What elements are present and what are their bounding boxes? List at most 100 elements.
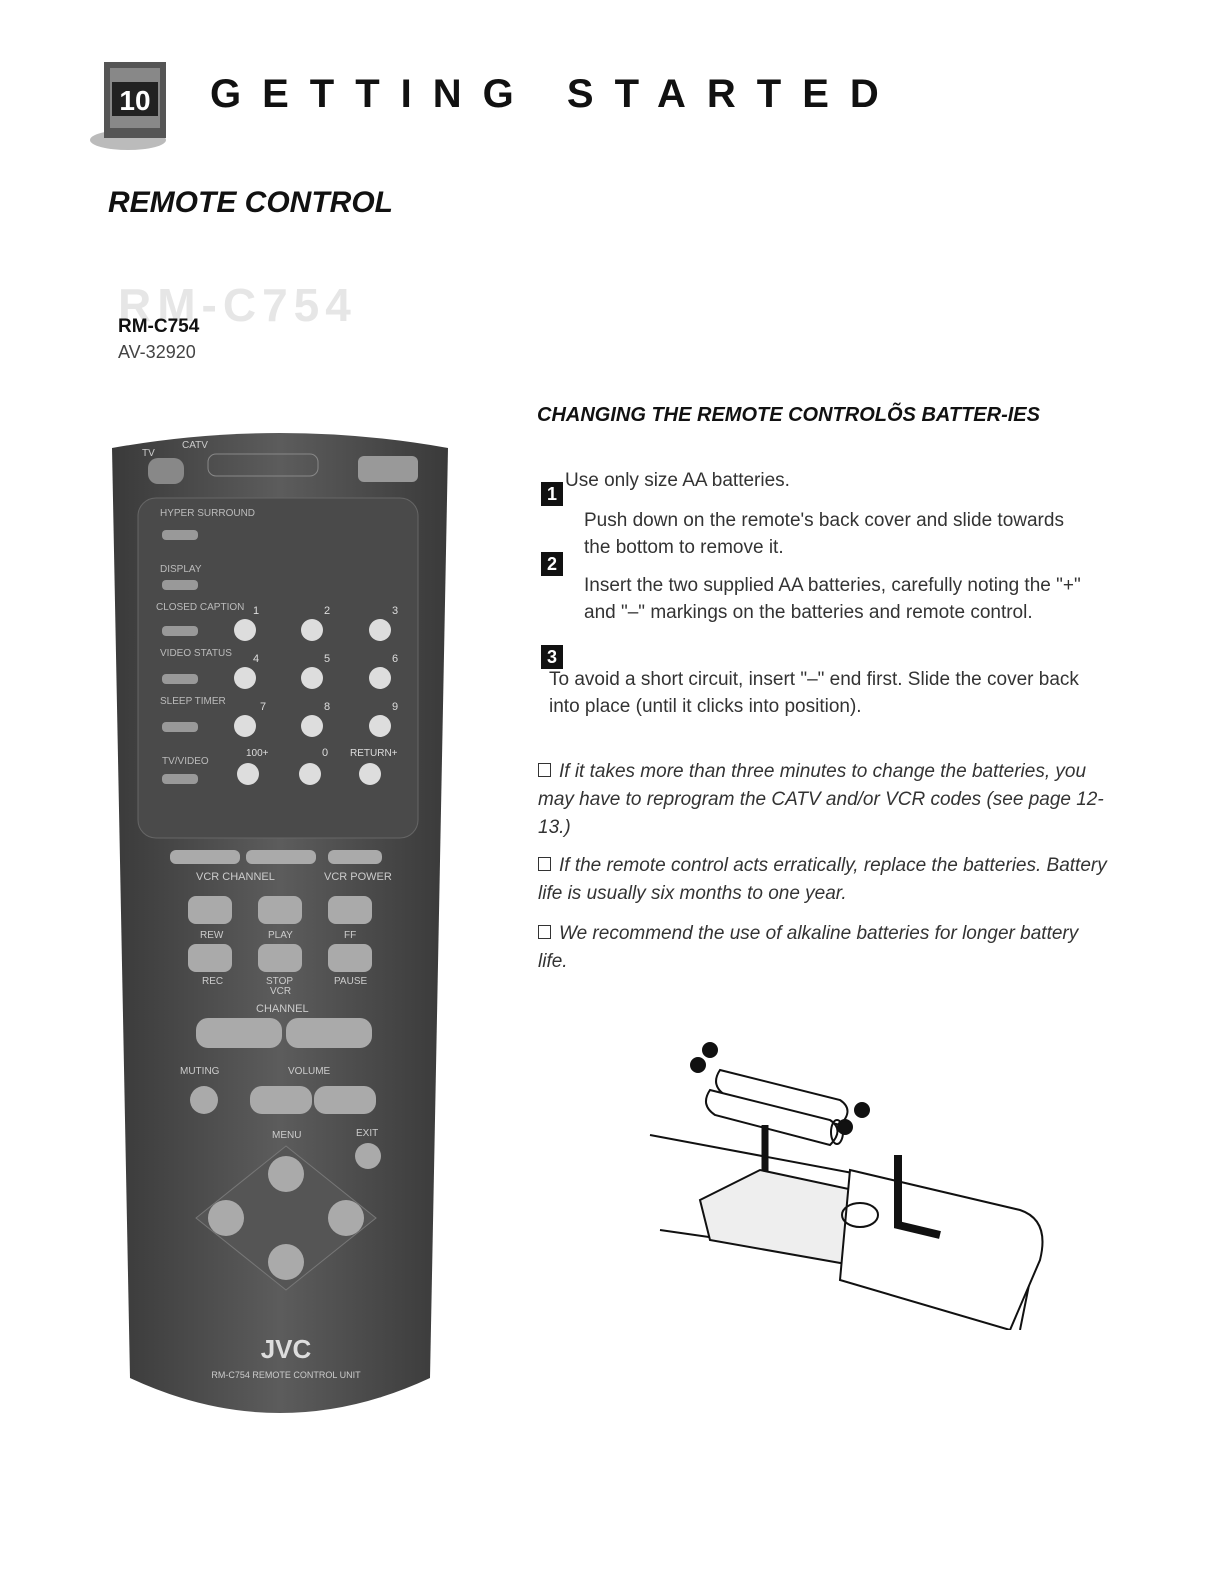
digit-button-9[interactable]: [369, 715, 391, 737]
muting-button[interactable]: [190, 1086, 218, 1114]
channel-up-button[interactable]: [286, 1018, 372, 1048]
label-display: DISPLAY: [160, 564, 202, 575]
navigation-pad: [195, 1145, 377, 1291]
return-plus-button[interactable]: [359, 763, 381, 785]
digit-button-1[interactable]: [234, 619, 256, 641]
aa-batteries-icon: [705, 1068, 849, 1147]
digit-label-9: 9: [392, 701, 398, 713]
rew-button[interactable]: [188, 896, 232, 924]
digit-button-4[interactable]: [234, 667, 256, 689]
step-2-text: Push down on the remote's back cover and…: [584, 510, 1064, 558]
av-number: AV-32920: [118, 342, 196, 362]
digit-button-7[interactable]: [234, 715, 256, 737]
digit-label-7: 7: [260, 701, 266, 713]
muting-label: MUTING: [180, 1066, 220, 1077]
digit-button-0[interactable]: [299, 763, 321, 785]
display-button[interactable]: [162, 580, 198, 590]
digit-button-6[interactable]: [369, 667, 391, 689]
up-arrow-button[interactable]: [268, 1156, 304, 1192]
digit-button-8[interactable]: [301, 715, 323, 737]
pause-label: PAUSE: [334, 976, 367, 987]
power-button[interactable]: [358, 456, 418, 482]
ff-button[interactable]: [328, 896, 372, 924]
battery-cover: [838, 1168, 1044, 1330]
battery-replacement-illustration: [649, 1042, 1044, 1330]
plus-terminal-icon-2: [837, 1119, 853, 1135]
note-1: If it takes more than three minutes to c…: [538, 758, 1108, 842]
slide-arrow-icon: [894, 1155, 941, 1239]
tv-catv-switch[interactable]: [148, 458, 184, 484]
digit-label-2: 2: [324, 605, 330, 617]
right-arrow-button[interactable]: [328, 1200, 364, 1236]
digit-label-6: 6: [392, 653, 398, 665]
page-number: 10: [119, 85, 150, 116]
left-function-labels: HYPER SURROUND DISPLAY CLOSED CAPTION VI…: [156, 508, 255, 784]
tv-video-button[interactable]: [162, 774, 198, 784]
digit-button-3[interactable]: [369, 619, 391, 641]
minus-terminal-icon-2: [854, 1102, 870, 1118]
channel-label: CHANNEL: [256, 1003, 309, 1015]
volume-down-button[interactable]: [250, 1086, 312, 1114]
model-watermark: RM-C754: [118, 279, 357, 331]
exit-button[interactable]: [355, 1143, 381, 1169]
digit-label-1: 1: [253, 605, 259, 617]
tv-label: TV: [142, 448, 155, 459]
digit-label-return: RETURN+: [350, 748, 398, 759]
digit-button-2[interactable]: [301, 619, 323, 641]
vcr-channel-up-button[interactable]: [246, 850, 316, 864]
volume-label: VOLUME: [288, 1066, 331, 1077]
play-button[interactable]: [258, 896, 302, 924]
note-checkbox-icon: [538, 763, 551, 777]
button-100-plus[interactable]: [237, 763, 259, 785]
label-sleep-timer: SLEEP TIMER: [160, 696, 226, 707]
digit-label-0: 0: [322, 747, 328, 759]
volume-up-button[interactable]: [314, 1086, 376, 1114]
cover-latch-icon: [841, 1202, 879, 1228]
play-label: PLAY: [268, 930, 293, 941]
step-2-number: 2: [541, 552, 563, 576]
digit-button-5[interactable]: [301, 667, 323, 689]
closed-caption-button[interactable]: [162, 626, 198, 636]
plus-terminal-icon: [702, 1042, 718, 1058]
hyper-surround-button[interactable]: [162, 530, 198, 540]
digit-label-5: 5: [324, 653, 330, 665]
vcr-label: VCR: [270, 986, 291, 997]
upper-panel: [137, 497, 419, 839]
chapter-title: GETTING STARTED: [210, 72, 900, 116]
label-video-status: VIDEO STATUS: [160, 648, 232, 659]
model-name: RM-C754: [118, 316, 200, 337]
rew-label: REW: [200, 930, 224, 941]
label-closed-caption: CLOSED CAPTION: [156, 602, 244, 613]
sleep-timer-button[interactable]: [162, 722, 198, 732]
jvc-logo: JVC: [261, 1334, 312, 1364]
label-hyper: HYPER SURROUND: [160, 508, 255, 519]
step-3-continued-text: To avoid a short circuit, insert "–" end…: [549, 669, 1079, 717]
vcr-channel-down-button[interactable]: [170, 850, 240, 864]
menu-label: MENU: [272, 1130, 301, 1141]
digit-label-3: 3: [392, 605, 398, 617]
minus-terminal-icon: [690, 1057, 706, 1073]
channel-down-button[interactable]: [196, 1018, 282, 1048]
remote-unit-label: RM-C754 REMOTE CONTROL UNIT: [211, 1370, 361, 1380]
note-2-text: If the remote control acts erratically, …: [538, 855, 1107, 904]
pause-button[interactable]: [328, 944, 372, 972]
exit-label: EXIT: [356, 1128, 378, 1139]
display-window: [207, 453, 319, 477]
ff-label: FF: [344, 930, 356, 941]
page-number-badge-icon: 10: [90, 62, 166, 150]
step-1-text: Use only size AA batteries.: [565, 470, 790, 491]
label-tv-video: TV/VIDEO: [162, 756, 209, 767]
stop-button[interactable]: [258, 944, 302, 972]
remote-control-illustration: TV CATV HYPER SURROUND DISPLAY CLOSED CA…: [112, 433, 448, 1413]
note-2: If the remote control acts erratically, …: [538, 852, 1108, 908]
video-status-button[interactable]: [162, 674, 198, 684]
rec-label: REC: [202, 976, 223, 987]
note-3: We recommend the use of alkaline batteri…: [538, 920, 1108, 976]
note-checkbox-icon: [538, 925, 551, 939]
left-arrow-button[interactable]: [208, 1200, 244, 1236]
digit-label-100: 100+: [246, 748, 269, 759]
rec-button[interactable]: [188, 944, 232, 972]
vcr-power-button[interactable]: [328, 850, 382, 864]
step-3-number: 3: [541, 645, 563, 669]
down-arrow-button[interactable]: [268, 1244, 304, 1280]
